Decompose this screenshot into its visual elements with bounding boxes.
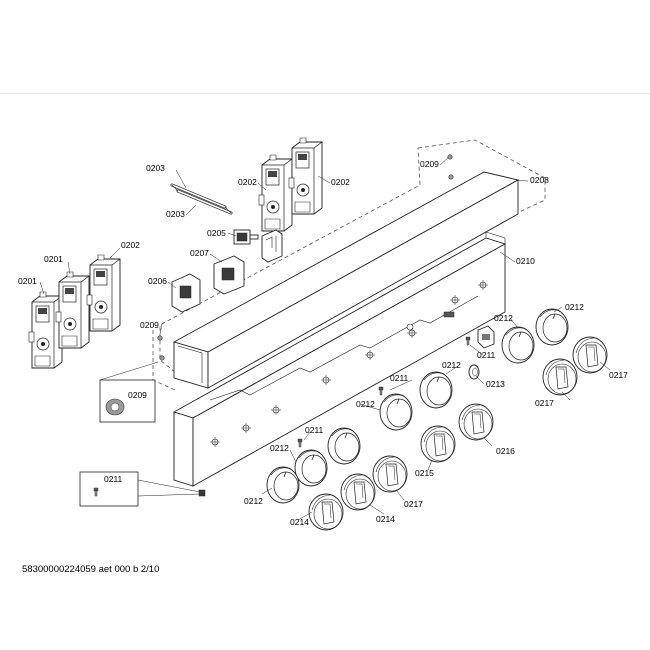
valve-0202-top-right — [288, 137, 323, 215]
fastener-0209-top — [447, 154, 454, 180]
ring-0212-left-front — [266, 466, 300, 504]
label-0217-b: 0217 — [535, 398, 554, 408]
header-divider — [0, 93, 650, 94]
bracket-terminal — [261, 229, 283, 263]
label-0214-a: 0214 — [290, 517, 309, 527]
ring-0212-right-top — [535, 308, 569, 346]
switch-0205 — [233, 229, 259, 245]
knob-0215 — [420, 425, 456, 463]
label-0209-b: 0209 — [140, 320, 159, 330]
control-panel-0210 — [172, 231, 507, 487]
inset-box-0211 — [79, 471, 206, 507]
valve-0201-middle — [55, 271, 90, 349]
ring-0212-left-mid — [327, 427, 361, 465]
label-0203-b: 0203 — [166, 209, 185, 219]
assembly-outline-left — [152, 330, 176, 391]
label-0211-c: 0211 — [305, 425, 324, 435]
ring-0212-left — [294, 449, 328, 487]
label-0217-c: 0217 — [404, 499, 423, 509]
label-0208: 0208 — [530, 175, 549, 185]
switch-0206 — [171, 273, 201, 313]
label-0212-c: 0212 — [442, 360, 461, 370]
label-0206: 0206 — [148, 276, 167, 286]
knob-0217-center — [372, 455, 408, 493]
knob-0217-right-lower — [542, 358, 578, 396]
label-0214-b: 0214 — [376, 514, 395, 524]
label-0212-f: 0212 — [244, 496, 263, 506]
screw-0211-c — [465, 336, 471, 346]
label-0217-a: 0217 — [609, 370, 628, 380]
label-0205: 0205 — [207, 228, 226, 238]
ring-0212-right-lower — [501, 326, 535, 364]
valve-0202-rear — [86, 254, 121, 332]
label-0201-b: 0201 — [44, 254, 63, 264]
knob-0214-center — [340, 473, 376, 511]
knob-0214-left — [308, 493, 344, 531]
label-0207: 0207 — [190, 248, 209, 258]
label-0201-a: 0201 — [18, 276, 37, 286]
label-0211-d: 0211 — [104, 474, 123, 484]
label-0209-c: 0209 — [128, 390, 147, 400]
label-0202-a: 0202 — [121, 240, 140, 250]
spacer-0213 — [468, 364, 480, 380]
switch-0207 — [213, 255, 245, 295]
valve-0202-top-left — [258, 154, 293, 232]
label-0202-c: 0202 — [331, 177, 350, 187]
diagram-reference-code: 58300000224059 aet 000 b 2/10 — [22, 564, 160, 575]
label-0212-a: 0212 — [565, 302, 584, 312]
inset-box-0209 — [99, 361, 159, 423]
upper-trim-bar-0208 — [172, 171, 520, 389]
connector-clip — [477, 325, 495, 349]
ring-0212-center — [419, 371, 453, 409]
label-0212-b: 0212 — [494, 313, 513, 323]
knob-0216 — [458, 403, 494, 441]
screw-0211-b — [297, 438, 303, 448]
valve-0201-front — [28, 291, 63, 369]
screw-0211-a — [378, 386, 384, 396]
label-0216: 0216 — [496, 446, 515, 456]
label-0209-a: 0209 — [420, 159, 439, 169]
label-0210: 0210 — [516, 256, 535, 266]
label-0211-a: 0211 — [477, 350, 496, 360]
knob-0217-right-top — [572, 336, 608, 374]
ring-0212-mid — [379, 393, 413, 431]
label-0202-b: 0202 — [238, 177, 257, 187]
part-labels: 0201 0201 0202 0202 0202 0203 0203 0205 … — [18, 159, 628, 527]
label-0213: 0213 — [486, 379, 505, 389]
label-0215: 0215 — [415, 468, 434, 478]
ignition-rods-0203 — [170, 183, 233, 215]
label-0211-b: 0211 — [390, 373, 409, 383]
leader-lines — [39, 157, 611, 521]
label-0203-a: 0203 — [146, 163, 165, 173]
fastener-0209-left — [157, 335, 165, 361]
label-0212-d: 0212 — [356, 399, 375, 409]
label-0212-e: 0212 — [270, 443, 289, 453]
